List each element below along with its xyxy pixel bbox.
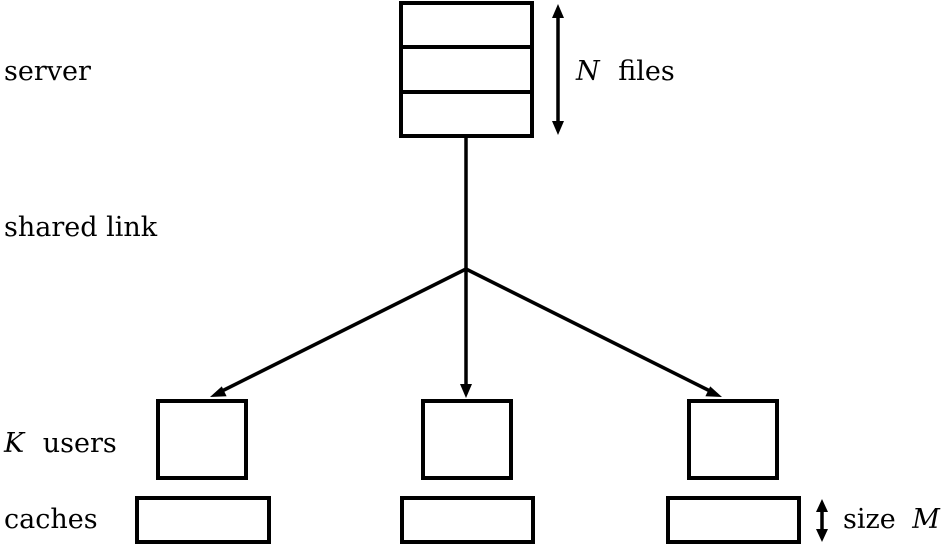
- files-label: N files: [575, 56, 675, 87]
- size-variable: M: [911, 504, 941, 535]
- user-1-box: [156, 399, 248, 480]
- branch-arrow-user-2: [460, 269, 472, 398]
- files-variable: N: [575, 56, 601, 87]
- cache-2-box: [400, 496, 535, 544]
- user-3-box: [687, 399, 779, 480]
- server-label: server: [4, 56, 91, 87]
- users-label: K users: [3, 428, 117, 459]
- users-variable: K: [3, 428, 26, 459]
- user-2-box: [421, 399, 513, 480]
- caches-label: caches: [4, 504, 98, 535]
- server-block: [399, 1, 534, 138]
- cache-size-arrow: [816, 499, 828, 542]
- branch-arrow-user-3: [465, 267, 722, 397]
- cache-1-box: [135, 496, 271, 544]
- users-word: users: [43, 428, 117, 459]
- branch-arrow-user-1: [210, 267, 467, 397]
- file-slot: [399, 1, 534, 49]
- files-range-arrow: [552, 4, 564, 135]
- shared-link-label: shared link: [4, 212, 158, 243]
- cache-size-label: size M: [843, 504, 941, 535]
- cache-3-box: [666, 496, 801, 544]
- size-word: size: [843, 504, 896, 535]
- file-slot: [399, 90, 534, 138]
- file-slot: [399, 45, 534, 94]
- files-word: files: [618, 56, 674, 87]
